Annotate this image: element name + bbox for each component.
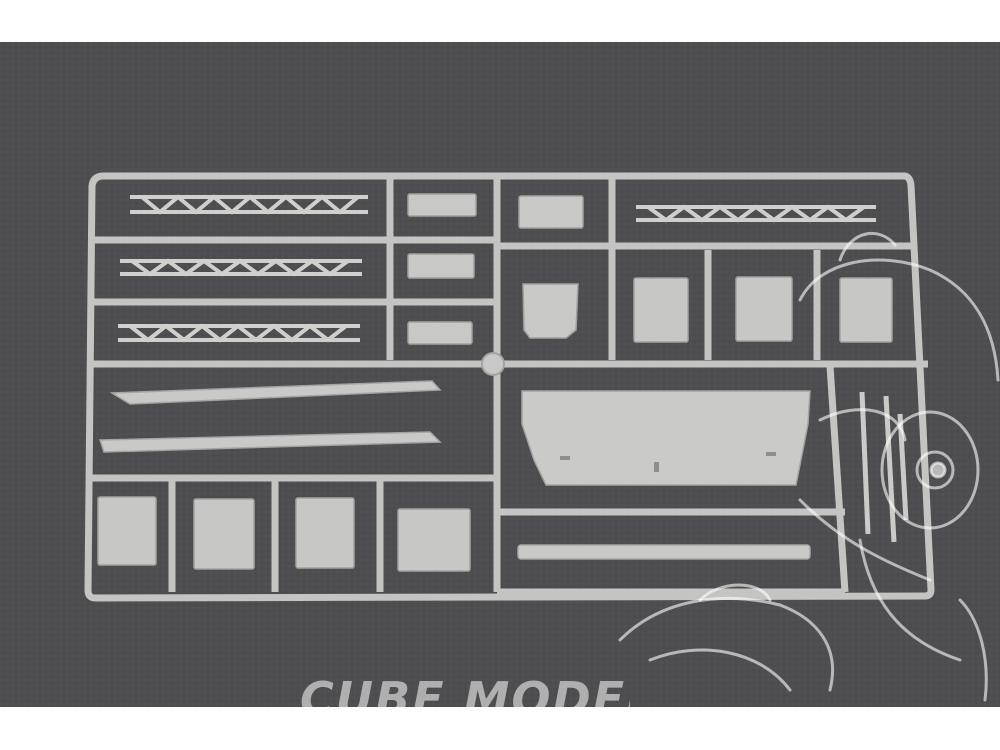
ladder-parts <box>118 194 876 343</box>
sprue-frame <box>84 172 935 602</box>
long-rail-parts <box>98 380 811 560</box>
watermark-text: CUBE MODEL <box>300 672 630 726</box>
sprue-hub <box>481 352 505 376</box>
block-parts <box>407 193 584 345</box>
plate-parts <box>97 276 893 572</box>
cartoon-mascot-logo <box>618 231 1000 702</box>
photo-border-bottom <box>0 707 1000 750</box>
photo-border-top <box>0 0 1000 42</box>
large-panel-part <box>521 390 811 486</box>
